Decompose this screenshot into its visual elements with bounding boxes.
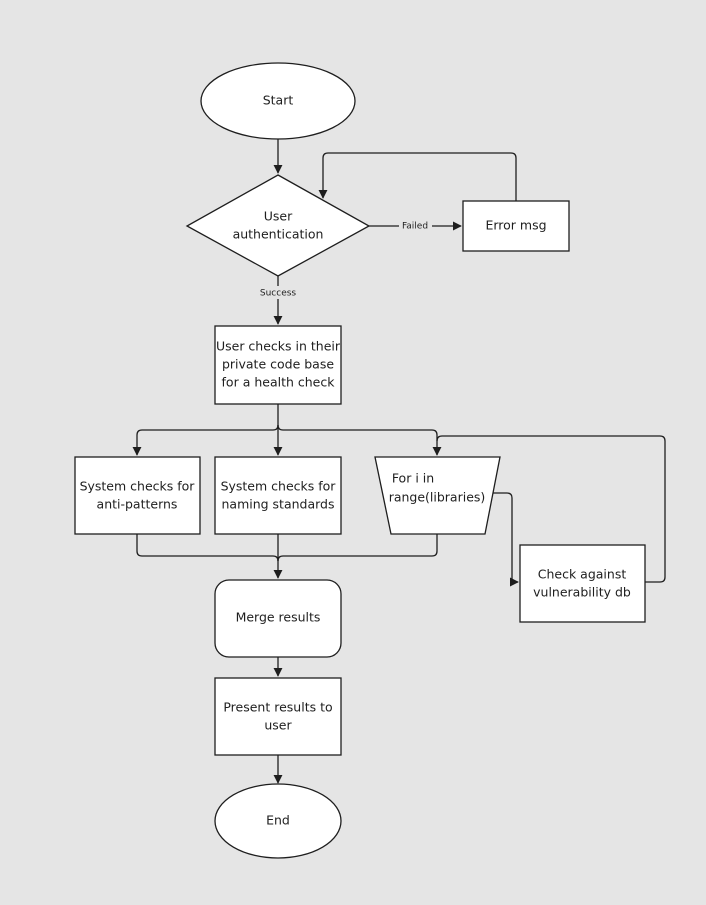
loop-label-line1: For i in (392, 471, 434, 486)
antipatterns-label-line1: System checks for (80, 479, 196, 494)
antipatterns-label-line2: anti-patterns (97, 497, 178, 512)
loop-node: For i in range(libraries) (374, 456, 501, 535)
edge-label-success: Success (260, 289, 297, 299)
edge-vuln-back-to-loop (436, 435, 666, 583)
error-label: Error msg (485, 218, 546, 233)
present-label-line2: user (264, 718, 292, 733)
antipatterns-node: System checks for anti-patterns (74, 456, 201, 535)
naming-node: System checks for naming standards (214, 456, 342, 535)
edge-checkin-to-loop (277, 424, 442, 456)
edge-antipatterns-to-merge (136, 534, 279, 562)
loop-label-line2: range(libraries) (389, 490, 486, 505)
end-label: End (266, 813, 290, 828)
failed-label-bg (399, 219, 432, 232)
vuln-node: Check against vulnerability db (519, 544, 646, 623)
auth-label-line2: authentication (233, 227, 324, 242)
edge-label-failed: Failed (402, 222, 428, 232)
edge-error-back-to-auth (318, 152, 517, 201)
edge-checkin-to-antipatterns (132, 424, 279, 456)
naming-label-line2: naming standards (221, 497, 334, 512)
start-label: Start (263, 93, 294, 108)
merge-label: Merge results (236, 610, 321, 625)
checkin-label-line1: User checks in their (216, 339, 341, 354)
auth-label-line1: User (264, 209, 293, 224)
present-node: Present results to user (214, 677, 342, 756)
naming-label-line1: System checks for (221, 479, 337, 494)
checkin-label-line3: for a health check (222, 375, 336, 390)
vuln-label-line2: vulnerability db (533, 585, 631, 600)
edge-loop-to-vuln (485, 492, 519, 587)
end-node: End (214, 783, 342, 859)
edge-loop-to-merge (277, 534, 438, 562)
checkin-label-line2: private code base (222, 357, 334, 372)
vuln-label-line1: Check against (538, 567, 627, 582)
success-label-bg (258, 286, 298, 299)
checkin-node: User checks in their private code base f… (214, 325, 342, 405)
error-node: Error msg (462, 200, 570, 252)
auth-decision-node: User authentication (185, 174, 371, 277)
start-node: Start (200, 62, 356, 140)
merge-node: Merge results (214, 579, 342, 658)
present-label-line1: Present results to (223, 700, 332, 715)
